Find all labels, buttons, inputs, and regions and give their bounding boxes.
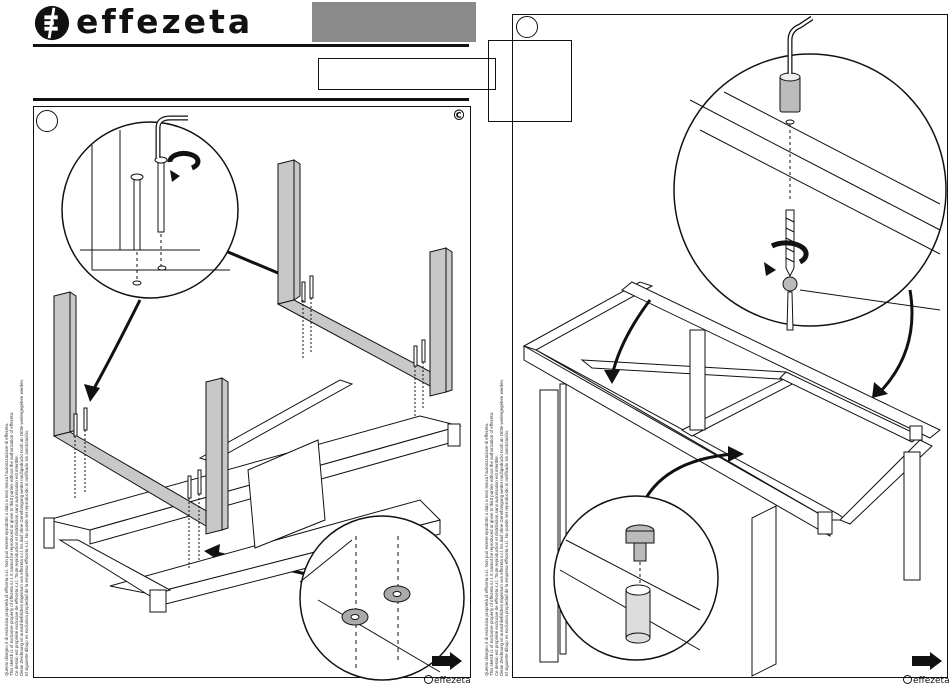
allen-key-icon — [787, 15, 814, 74]
clockwise-rotation-icon — [167, 150, 201, 182]
copyright-mark: © — [452, 108, 466, 124]
dashed-guides — [74, 298, 424, 568]
u-leg-frame-back — [276, 159, 453, 397]
assembly-panel-right — [512, 14, 948, 678]
step-number-circle — [516, 16, 538, 38]
footer-brand: effezeta — [424, 675, 471, 686]
header-rule-bottom — [33, 98, 469, 101]
screwdriver-icon — [786, 291, 794, 331]
disclaimer-line: El siguiente dibujo es exclusiva propied… — [504, 429, 509, 676]
footer-brand-text: effezeta — [434, 676, 471, 686]
table-base-frame — [43, 379, 462, 613]
header-grey-box — [312, 2, 476, 42]
footer-brand: effezeta — [903, 675, 950, 686]
allen-key-icon — [155, 115, 188, 158]
effezeta-logo-icon — [34, 5, 70, 41]
detail-circle-bolt — [553, 495, 719, 661]
footer-brand-text: effezeta — [913, 676, 950, 686]
detail-circle-threaded-insert — [673, 53, 947, 327]
header-rule-top — [33, 44, 469, 47]
next-page-arrow-icon[interactable] — [912, 652, 942, 670]
product-code-box — [488, 40, 572, 122]
pointer-arrow — [90, 299, 142, 393]
step-number-circle — [36, 110, 58, 132]
table-frame-assembled — [522, 281, 941, 677]
assembly-panel-left — [33, 106, 471, 678]
copyright-disclaimer-right: Questo disegno è di esclusiva proprietà … — [484, 316, 509, 676]
detail-circle-washers — [299, 515, 465, 681]
brand-logo-text: effezeta — [76, 2, 254, 41]
pointer-arrow — [878, 289, 914, 394]
effezeta-small-logo-icon — [424, 675, 433, 684]
screw-set — [73, 275, 426, 499]
pointer-arrow — [610, 299, 652, 377]
clockwise-rotation-icon — [764, 240, 809, 276]
model-name-box — [318, 58, 496, 90]
effezeta-small-logo-icon — [903, 675, 912, 684]
u-leg-frame-front — [52, 291, 229, 535]
next-page-arrow-icon[interactable] — [432, 652, 462, 670]
